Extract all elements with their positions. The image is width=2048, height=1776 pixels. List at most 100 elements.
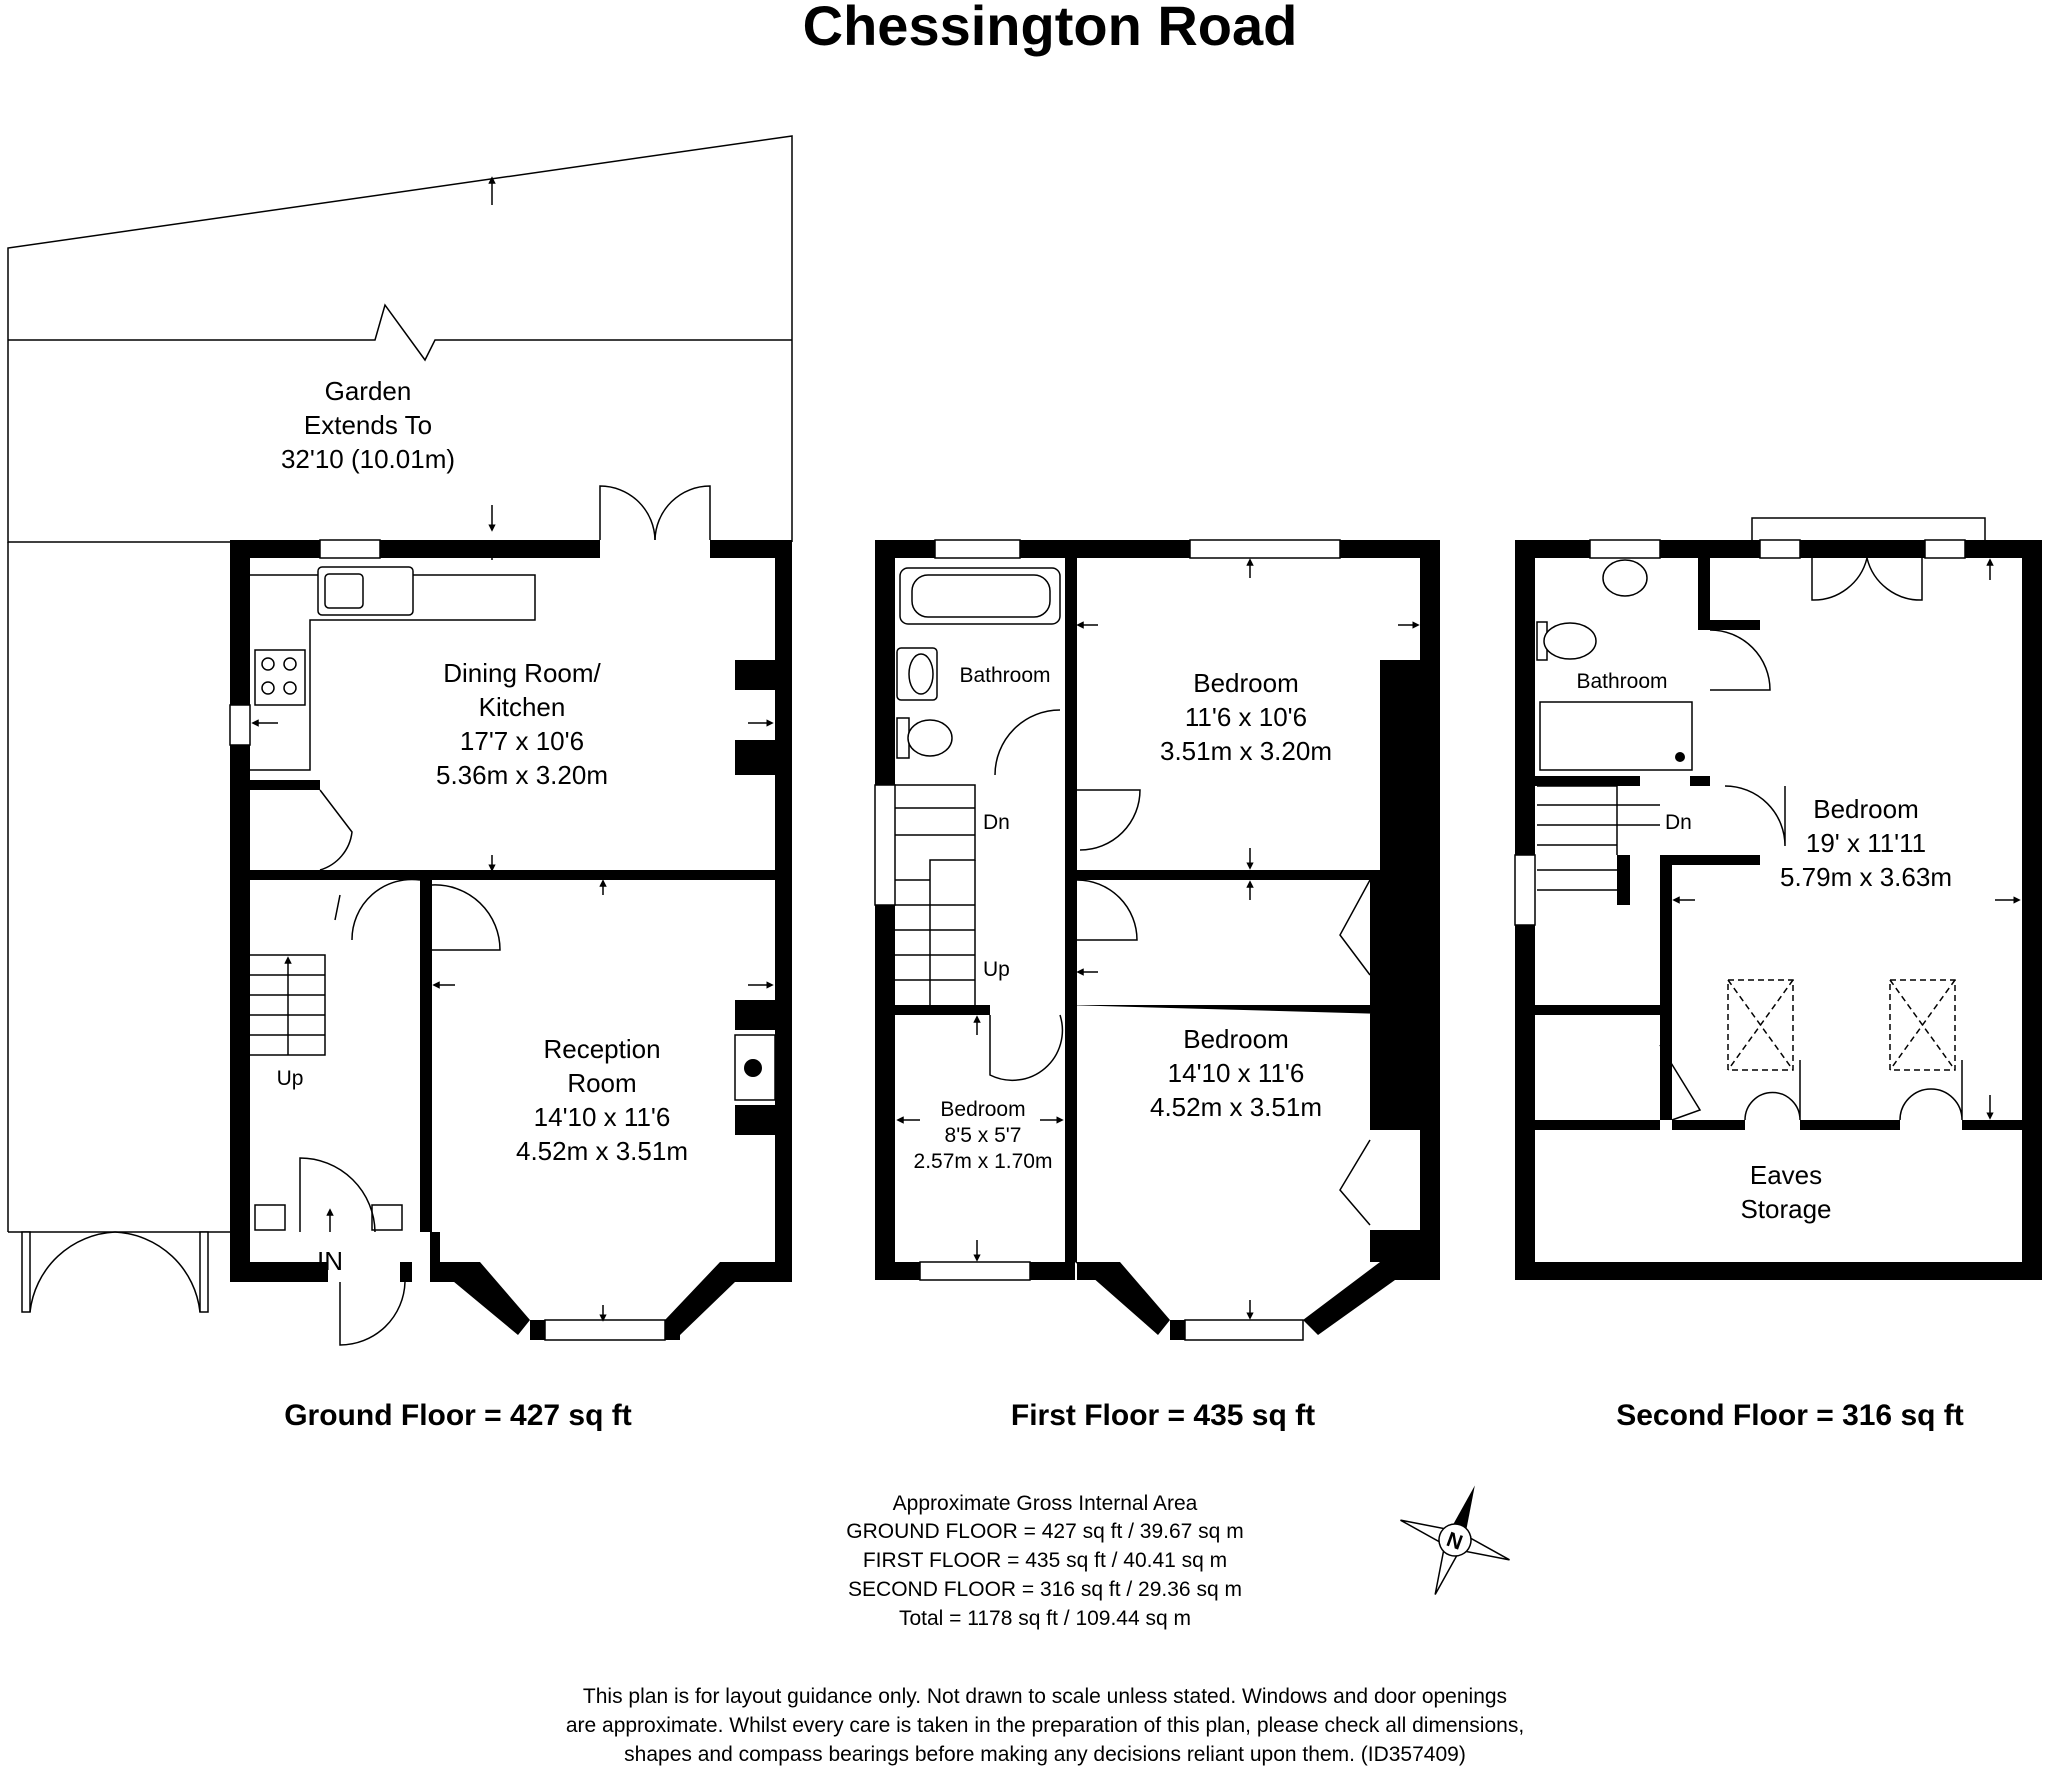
disclaimer-line: are approximate. Whilst every care is ta… [566, 1714, 1524, 1737]
stairs-up-label: Up [277, 1067, 304, 1090]
patio-door-swing [114, 1231, 201, 1313]
garden-label: Garden [325, 376, 412, 406]
wash-basin [1602, 559, 1648, 597]
staircase [895, 784, 976, 1005]
door-swing [319, 789, 353, 871]
wardrobe-door [1339, 1139, 1371, 1226]
disclaimer-line: This plan is for layout guidance only. N… [583, 1685, 1507, 1708]
entrance-door-swing [339, 1281, 406, 1346]
window [1589, 539, 1661, 559]
bay-window [544, 1319, 666, 1341]
patio-door-swing [29, 1231, 116, 1313]
door-swing [1899, 1060, 1963, 1121]
window [1924, 539, 1966, 559]
french-door-swing [1866, 557, 1923, 601]
garden-boundary [7, 135, 793, 543]
area-summary: Approximate Gross Internal Area GROUND F… [846, 1492, 1243, 1630]
entrance-label: IN [317, 1246, 343, 1276]
wash-basin [896, 647, 938, 701]
toilet-bowl [907, 719, 953, 757]
eaves-label: Storage [1740, 1194, 1831, 1224]
stairs-up-label: Up [983, 958, 1010, 981]
summary-first: FIRST FLOOR = 435 sq ft / 40.41 sq m [863, 1549, 1227, 1572]
reception-label: Reception [543, 1034, 660, 1064]
page-title: Chessington Road [803, 0, 1298, 57]
window [1514, 854, 1536, 926]
bathtub-basin [911, 574, 1051, 618]
french-door-swing [654, 485, 711, 541]
door-swing [1659, 1044, 1702, 1121]
stairs-down-label: Dn [983, 811, 1010, 834]
disclaimer: This plan is for layout guidance only. N… [566, 1685, 1524, 1766]
second-floor-plan: Bathroom Bedroom 19' x 11'11 5.79m x 3.6… [1514, 517, 2042, 1432]
window [1759, 539, 1801, 559]
patio-door-frame [199, 1231, 209, 1313]
door-swing [1744, 1060, 1801, 1121]
door-swing [1724, 785, 1786, 847]
ground-floor-plan: Garden Extends To 32'10 (10.01m) Dining … [7, 135, 793, 1432]
window [254, 1204, 286, 1231]
first-floor-walls [875, 540, 1440, 1340]
kitchen-label: Kitchen [479, 692, 566, 722]
door-swing [351, 878, 421, 941]
window [874, 784, 896, 906]
reception-label: Room [567, 1068, 636, 1098]
bedroom-dimension-metric: 3.51m x 3.20m [1160, 736, 1332, 766]
door-swing [299, 1157, 376, 1233]
fireplace-burner [744, 1059, 762, 1077]
french-door-swing [599, 485, 656, 541]
bedroom-dimension-metric: 2.57m x 1.70m [914, 1150, 1053, 1173]
garden-label: Extends To [304, 410, 432, 440]
hob-ring [261, 681, 275, 695]
summary-total: Total = 1178 sq ft / 109.44 sq m [899, 1607, 1191, 1630]
window [1189, 539, 1341, 559]
balcony [1751, 517, 1986, 540]
wash-basin-bowl [908, 653, 934, 695]
bathroom-label: Bathroom [959, 664, 1050, 687]
door-swing [1709, 629, 1771, 691]
disclaimer-line: shapes and compass bearings before makin… [624, 1743, 1466, 1766]
wardrobe-door [1339, 879, 1371, 976]
first-floor-plan: Bathroom Bedroom 11'6 x 10'6 3.51m x 3.2… [874, 539, 1440, 1432]
window [934, 539, 1021, 559]
door-swing [1076, 879, 1138, 941]
second-floor-area-label: Second Floor = 316 sq ft [1616, 1399, 1964, 1432]
window [919, 1261, 1031, 1281]
reception-dimension-metric: 4.52m x 3.51m [516, 1136, 688, 1166]
bathroom-label: Bathroom [1576, 670, 1667, 693]
bathtub [899, 567, 1061, 625]
compass-letter: N [1443, 1528, 1465, 1555]
sink-bowl [324, 573, 364, 609]
summary-ground: GROUND FLOOR = 427 sq ft / 39.67 sq m [846, 1520, 1243, 1543]
window [229, 704, 251, 746]
door-swing [431, 884, 501, 951]
bedroom-dimension-metric: 4.52m x 3.51m [1150, 1092, 1322, 1122]
window [371, 1204, 403, 1231]
kitchen-label: Dining Room/ [443, 658, 601, 688]
garden-break-line [8, 303, 792, 362]
kitchen-worktop [250, 574, 536, 771]
skylight [1727, 979, 1794, 1071]
door-swing [334, 894, 341, 921]
bedroom-label: Bedroom [940, 1098, 1025, 1121]
hob-ring [283, 657, 297, 671]
ground-floor-area-label: Ground Floor = 427 sq ft [284, 1399, 632, 1432]
garden-dimension: 32'10 (10.01m) [281, 444, 455, 474]
patio-door-frame [21, 1231, 31, 1313]
toilet-cistern [896, 717, 910, 759]
hob-ring [261, 657, 275, 671]
skylight-cross [1727, 979, 1794, 1071]
bedroom-dimension-imperial: 11'6 x 10'6 [1185, 702, 1307, 732]
window [319, 539, 381, 559]
bay-window [1184, 1319, 1304, 1341]
hob [254, 649, 306, 706]
door-swing [994, 709, 1061, 776]
hob-ring [283, 681, 297, 695]
bedroom-dimension-imperial: 19' x 11'11 [1806, 828, 1926, 858]
reception-dimension-imperial: 14'10 x 11'6 [534, 1102, 671, 1132]
skylight-cross [1889, 979, 1956, 1071]
skylight [1889, 979, 1956, 1071]
staircase [1537, 785, 1618, 855]
first-floor-area-label: First Floor = 435 sq ft [1011, 1399, 1315, 1432]
